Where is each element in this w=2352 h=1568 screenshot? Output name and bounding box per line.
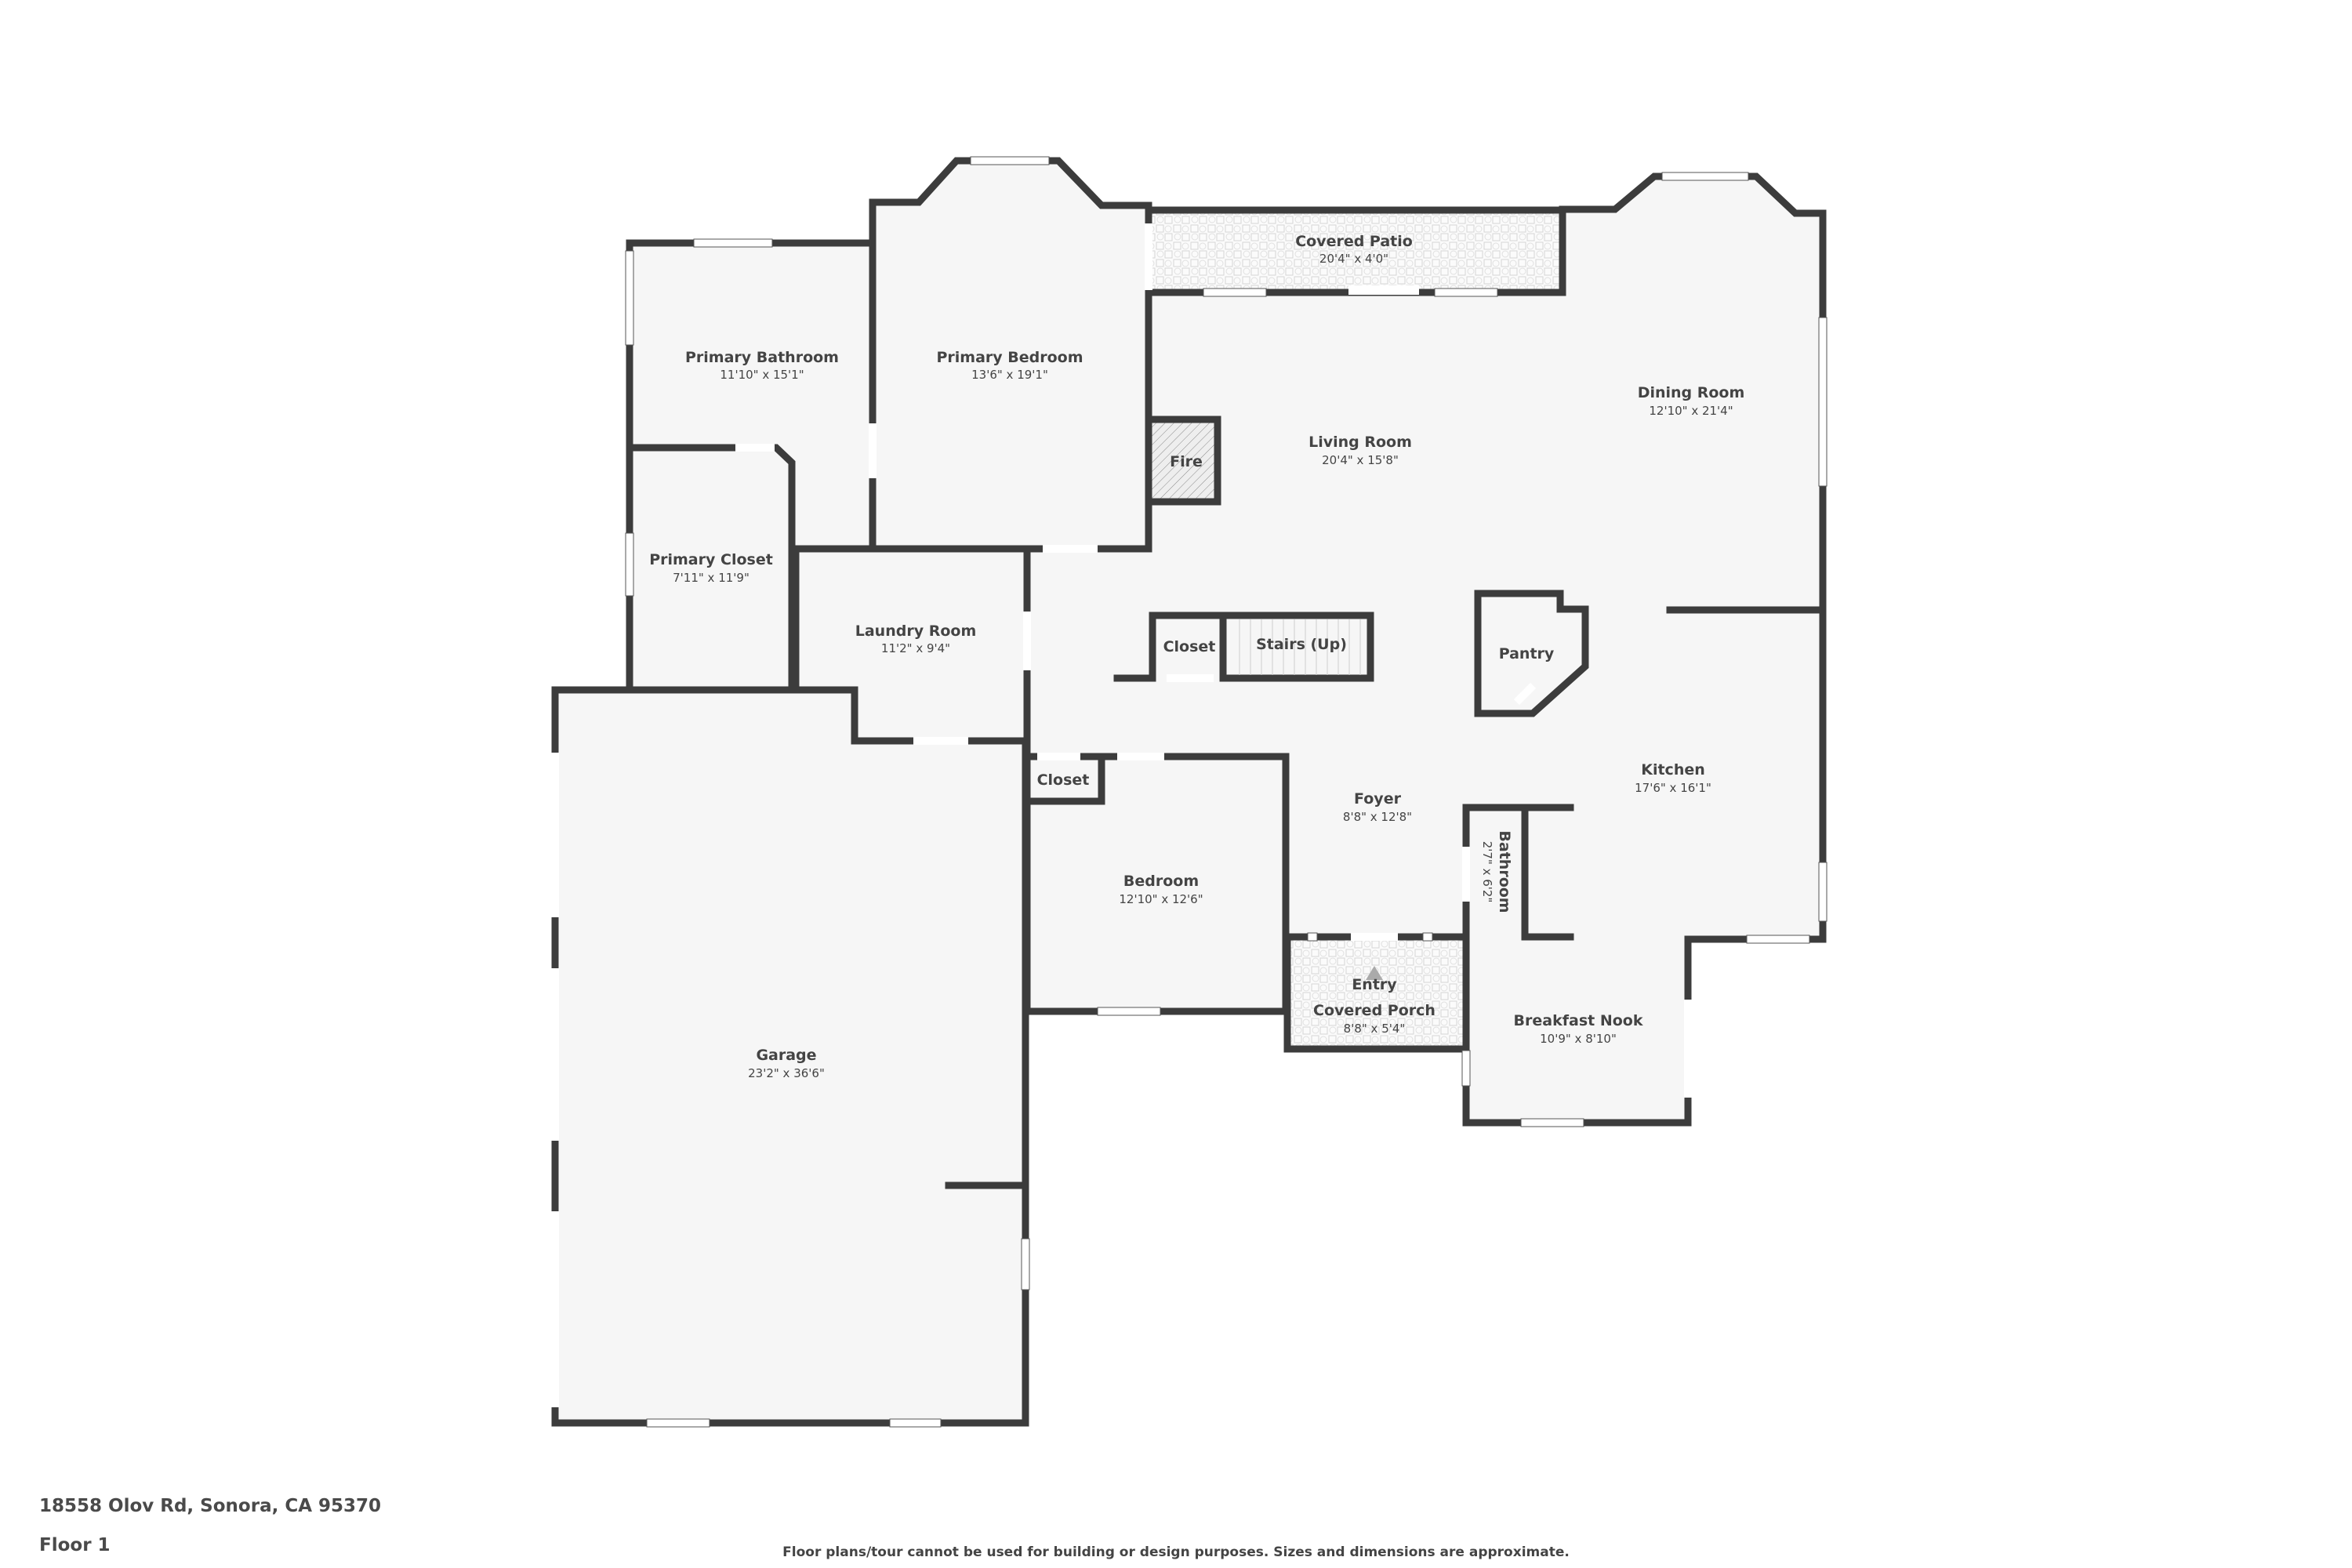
dims-garage: 23'2" x 36'6" bbox=[748, 1066, 825, 1080]
door-openings bbox=[551, 223, 1692, 1407]
label-entry: Entry bbox=[1352, 976, 1397, 993]
floor-label: Floor 1 bbox=[39, 1535, 111, 1555]
label-primary-bathroom: Primary Bathroom bbox=[685, 349, 839, 366]
dims-bathroom: 2'7" x 6'2" bbox=[1480, 841, 1494, 903]
dims-primary-bedroom: 13'6" x 19'1" bbox=[971, 368, 1048, 382]
dims-kitchen: 17'6" x 16'1" bbox=[1635, 781, 1711, 795]
dims-primary-closet: 7'11" x 11'9" bbox=[673, 571, 750, 585]
label-hall-closet: Closet bbox=[1163, 638, 1216, 655]
property-address: 18558 Olov Rd, Sonora, CA 95370 bbox=[39, 1496, 382, 1516]
label-primary-closet: Primary Closet bbox=[649, 551, 773, 568]
floor-fills bbox=[555, 161, 1823, 1423]
label-garage: Garage bbox=[756, 1047, 816, 1064]
label-covered-patio: Covered Patio bbox=[1295, 233, 1413, 250]
label-living-room: Living Room bbox=[1308, 434, 1412, 451]
label-kitchen: Kitchen bbox=[1641, 761, 1705, 779]
dims-living-room: 20'4" x 15'8" bbox=[1322, 453, 1399, 467]
label-primary-bedroom: Primary Bedroom bbox=[936, 349, 1083, 366]
label-dining-room: Dining Room bbox=[1638, 384, 1745, 401]
label-fireplace: Fire bbox=[1170, 453, 1203, 470]
room-labels: Primary Bathroom 11'10" x 15'1" Primary … bbox=[649, 233, 1744, 1080]
dims-dining-room: 12'10" x 21'4" bbox=[1649, 404, 1733, 418]
dims-bedroom: 12'10" x 12'6" bbox=[1119, 892, 1203, 906]
label-bathroom: Bathroom bbox=[1496, 830, 1513, 913]
dims-covered-patio: 20'4" x 4'0" bbox=[1319, 252, 1388, 266]
dims-covered-porch: 8'8" x 5'4" bbox=[1344, 1022, 1406, 1036]
windows bbox=[625, 156, 1828, 1428]
label-covered-porch: Covered Porch bbox=[1313, 1002, 1436, 1019]
covered-porch-floor bbox=[1287, 938, 1465, 1047]
dims-primary-bathroom: 11'10" x 15'1" bbox=[720, 368, 804, 382]
label-pantry: Pantry bbox=[1499, 645, 1555, 662]
label-breakfast-nook: Breakfast Nook bbox=[1514, 1012, 1643, 1029]
label-bedroom: Bedroom bbox=[1123, 873, 1199, 890]
dims-foyer: 8'8" x 12'8" bbox=[1343, 810, 1412, 824]
label-laundry-room: Laundry Room bbox=[855, 622, 977, 640]
label-bedroom-closet: Closet bbox=[1037, 771, 1090, 789]
label-foyer: Foyer bbox=[1354, 790, 1402, 808]
dims-breakfast-nook: 10'9" x 8'10" bbox=[1540, 1032, 1617, 1046]
entry-arrow-icon bbox=[1366, 966, 1383, 980]
covered-patio-floor bbox=[1150, 210, 1563, 292]
disclaimer: Floor plans/tour cannot be used for buil… bbox=[782, 1544, 1570, 1560]
dims-laundry-room: 11'2" x 9'4" bbox=[881, 641, 950, 655]
label-stairs: Stairs (Up) bbox=[1256, 636, 1347, 653]
stair-treads bbox=[1239, 619, 1361, 675]
fireplace-hearth bbox=[1151, 419, 1218, 499]
